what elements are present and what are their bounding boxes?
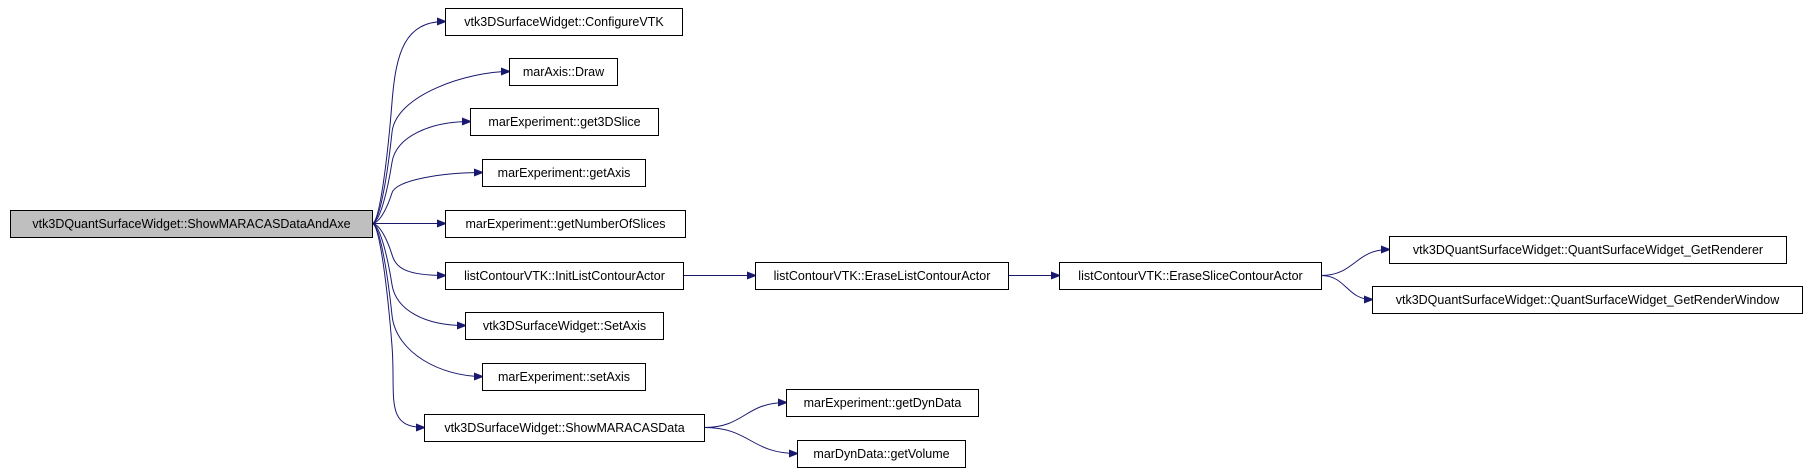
graph-node-getdyndata[interactable]: marExperiment::getDynData bbox=[786, 389, 979, 417]
nodes-layer: vtk3DQuantSurfaceWidget::ShowMARACASData… bbox=[10, 8, 1803, 468]
edge-root-to-get3dslice bbox=[371, 122, 470, 224]
node-box[interactable] bbox=[10, 210, 373, 238]
node-label: vtk3DSurfaceWidget::ShowMARACASData bbox=[444, 421, 684, 435]
node-label: marDynData::getVolume bbox=[813, 447, 949, 461]
node-label: vtk3DQuantSurfaceWidget::ShowMARACASData… bbox=[32, 217, 350, 231]
node-label: vtk3DSurfaceWidget::ConfigureVTK bbox=[464, 15, 664, 29]
graph-node-showdata[interactable]: vtk3DSurfaceWidget::ShowMARACASData bbox=[424, 414, 705, 442]
node-label: marExperiment::getDynData bbox=[804, 396, 962, 410]
node-box[interactable] bbox=[1372, 286, 1803, 314]
graph-node-get3dslice[interactable]: marExperiment::get3DSlice bbox=[470, 108, 659, 136]
node-box[interactable] bbox=[482, 159, 646, 187]
edge-root-to-getaxis bbox=[371, 173, 482, 224]
graph-node-setaxisexp[interactable]: marExperiment::setAxis bbox=[482, 363, 646, 391]
node-box[interactable] bbox=[1389, 236, 1787, 264]
graph-node-getrenderer[interactable]: vtk3DQuantSurfaceWidget::QuantSurfaceWid… bbox=[1389, 236, 1787, 264]
node-box[interactable] bbox=[786, 389, 979, 417]
node-box[interactable] bbox=[465, 312, 664, 340]
node-label: listContourVTK::EraseSliceContourActor bbox=[1078, 269, 1302, 283]
graph-node-getnumslices[interactable]: marExperiment::getNumberOfSlices bbox=[445, 210, 686, 238]
edge-root-to-initlist bbox=[371, 223, 445, 276]
node-label: vtk3DQuantSurfaceWidget::QuantSurfaceWid… bbox=[1396, 293, 1780, 307]
graph-node-eraseslice[interactable]: listContourVTK::EraseSliceContourActor bbox=[1059, 262, 1322, 290]
node-box[interactable] bbox=[445, 210, 686, 238]
node-box[interactable] bbox=[470, 108, 659, 136]
graph-node-getaxis[interactable]: marExperiment::getAxis bbox=[482, 159, 646, 187]
edge-root-to-setaxisexp bbox=[371, 223, 482, 377]
graph-node-draw[interactable]: marAxis::Draw bbox=[509, 58, 618, 86]
node-box[interactable] bbox=[445, 262, 684, 290]
node-box[interactable] bbox=[755, 262, 1009, 290]
node-box[interactable] bbox=[482, 363, 646, 391]
node-label: marAxis::Draw bbox=[523, 65, 605, 79]
edge-root-to-configure bbox=[371, 22, 445, 224]
graph-node-getvolume[interactable]: marDynData::getVolume bbox=[797, 440, 966, 468]
edges-layer bbox=[371, 22, 1389, 454]
edge-root-to-showdata bbox=[371, 223, 424, 428]
edge-showdata-to-getdyndata bbox=[703, 403, 786, 428]
graph-node-eraselist[interactable]: listContourVTK::EraseListContourActor bbox=[755, 262, 1009, 290]
graph-node-setaxis3d[interactable]: vtk3DSurfaceWidget::SetAxis bbox=[465, 312, 664, 340]
node-label: marExperiment::setAxis bbox=[498, 370, 630, 384]
node-label: marExperiment::get3DSlice bbox=[488, 115, 640, 129]
edge-eraseslice-to-getrenderer bbox=[1320, 250, 1389, 276]
node-label: marExperiment::getAxis bbox=[498, 166, 631, 180]
graph-node-initlist[interactable]: listContourVTK::InitListContourActor bbox=[445, 262, 684, 290]
graph-node-getrenderwindow[interactable]: vtk3DQuantSurfaceWidget::QuantSurfaceWid… bbox=[1372, 286, 1803, 314]
graph-node-configure[interactable]: vtk3DSurfaceWidget::ConfigureVTK bbox=[445, 8, 683, 36]
node-label: listContourVTK::InitListContourActor bbox=[464, 269, 665, 283]
node-label: marExperiment::getNumberOfSlices bbox=[465, 217, 665, 231]
node-label: vtk3DSurfaceWidget::SetAxis bbox=[483, 319, 646, 333]
edge-showdata-to-getvolume bbox=[703, 427, 797, 454]
edge-eraseslice-to-getrenderwindow bbox=[1320, 275, 1372, 300]
edge-root-to-setaxis3d bbox=[371, 223, 465, 326]
node-label: listContourVTK::EraseListContourActor bbox=[774, 269, 991, 283]
graph-node-root[interactable]: vtk3DQuantSurfaceWidget::ShowMARACASData… bbox=[10, 210, 373, 238]
node-box[interactable] bbox=[1059, 262, 1322, 290]
node-box[interactable] bbox=[424, 414, 705, 442]
node-box[interactable] bbox=[509, 58, 618, 86]
edge-root-to-draw bbox=[371, 72, 509, 224]
node-box[interactable] bbox=[445, 8, 683, 36]
node-box[interactable] bbox=[797, 440, 966, 468]
node-label: vtk3DQuantSurfaceWidget::QuantSurfaceWid… bbox=[1413, 243, 1763, 257]
